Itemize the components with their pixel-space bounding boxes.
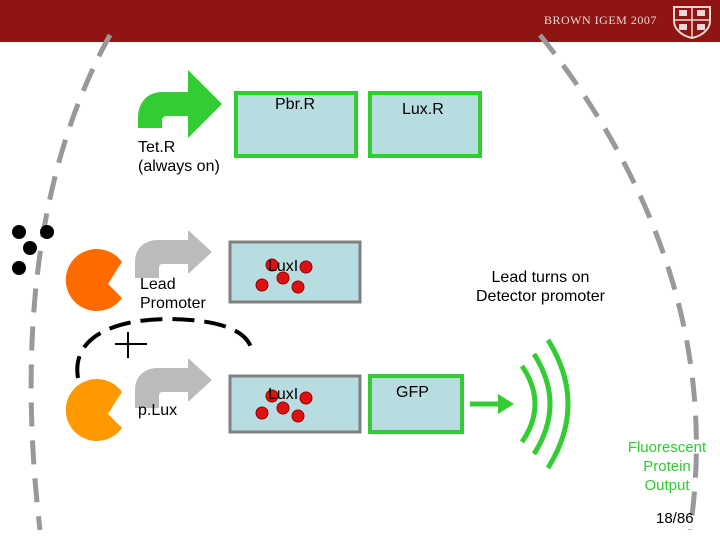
lead-ion bbox=[12, 261, 26, 275]
luxi-bottom-label: LuxI bbox=[268, 386, 299, 403]
luxr-gene-box bbox=[368, 91, 482, 158]
lead-turns-on-label: Lead turns on Detector promoter bbox=[476, 269, 605, 305]
ahl-molecule bbox=[265, 389, 279, 403]
lead-promoter-label: Lead Promoter bbox=[140, 276, 206, 312]
tetr-promoter-arrow bbox=[138, 70, 222, 138]
ahl-molecule bbox=[265, 258, 279, 272]
ahl-molecule bbox=[255, 406, 269, 420]
luxr-label: Lux.R bbox=[402, 101, 444, 118]
gfp-gene-box bbox=[368, 374, 464, 434]
lead-ion bbox=[12, 225, 26, 239]
luxi-top-label: LuxI bbox=[268, 258, 299, 275]
output-arrow-head bbox=[498, 394, 514, 414]
tetr-label: Tet.R (always on) bbox=[138, 139, 220, 175]
ahl-molecule bbox=[276, 271, 290, 285]
plux-activator-protein bbox=[65, 378, 122, 441]
plux-label: p.Lux bbox=[138, 402, 178, 419]
fluorescence-wave-icon bbox=[531, 352, 553, 456]
pbrr-label: Pbr.R bbox=[275, 96, 316, 113]
ahl-molecule bbox=[291, 280, 305, 294]
page-number: 18/86 bbox=[656, 510, 694, 527]
ahl-molecule bbox=[255, 278, 269, 292]
feedback-dashed-loop bbox=[75, 317, 254, 379]
ahl-molecule bbox=[299, 260, 313, 274]
header-banner bbox=[0, 0, 720, 42]
banner-title: BROWN IGEM 2007 bbox=[544, 13, 657, 27]
fluorescence-wave-icon bbox=[545, 338, 571, 470]
fluorescent-output-label: Fluorescent Protein Output bbox=[627, 439, 707, 494]
ahl-molecule bbox=[276, 401, 290, 415]
lead-sensor-protein bbox=[65, 248, 122, 311]
gfp-label: GFP bbox=[396, 384, 429, 401]
lead-ion bbox=[23, 241, 37, 255]
ahl-molecule bbox=[299, 391, 313, 405]
cell-membrane-left bbox=[28, 33, 113, 531]
pbrr-gene-box bbox=[234, 91, 358, 158]
ahl-molecule bbox=[291, 409, 305, 423]
fluorescence-wave-icon bbox=[519, 364, 538, 444]
lead-promoter-arrow bbox=[135, 230, 212, 278]
luxi-bottom-gene-box bbox=[228, 374, 362, 434]
lead-ion bbox=[40, 225, 54, 239]
plux-promoter-arrow bbox=[135, 358, 212, 408]
brown-crest-icon bbox=[673, 6, 711, 39]
